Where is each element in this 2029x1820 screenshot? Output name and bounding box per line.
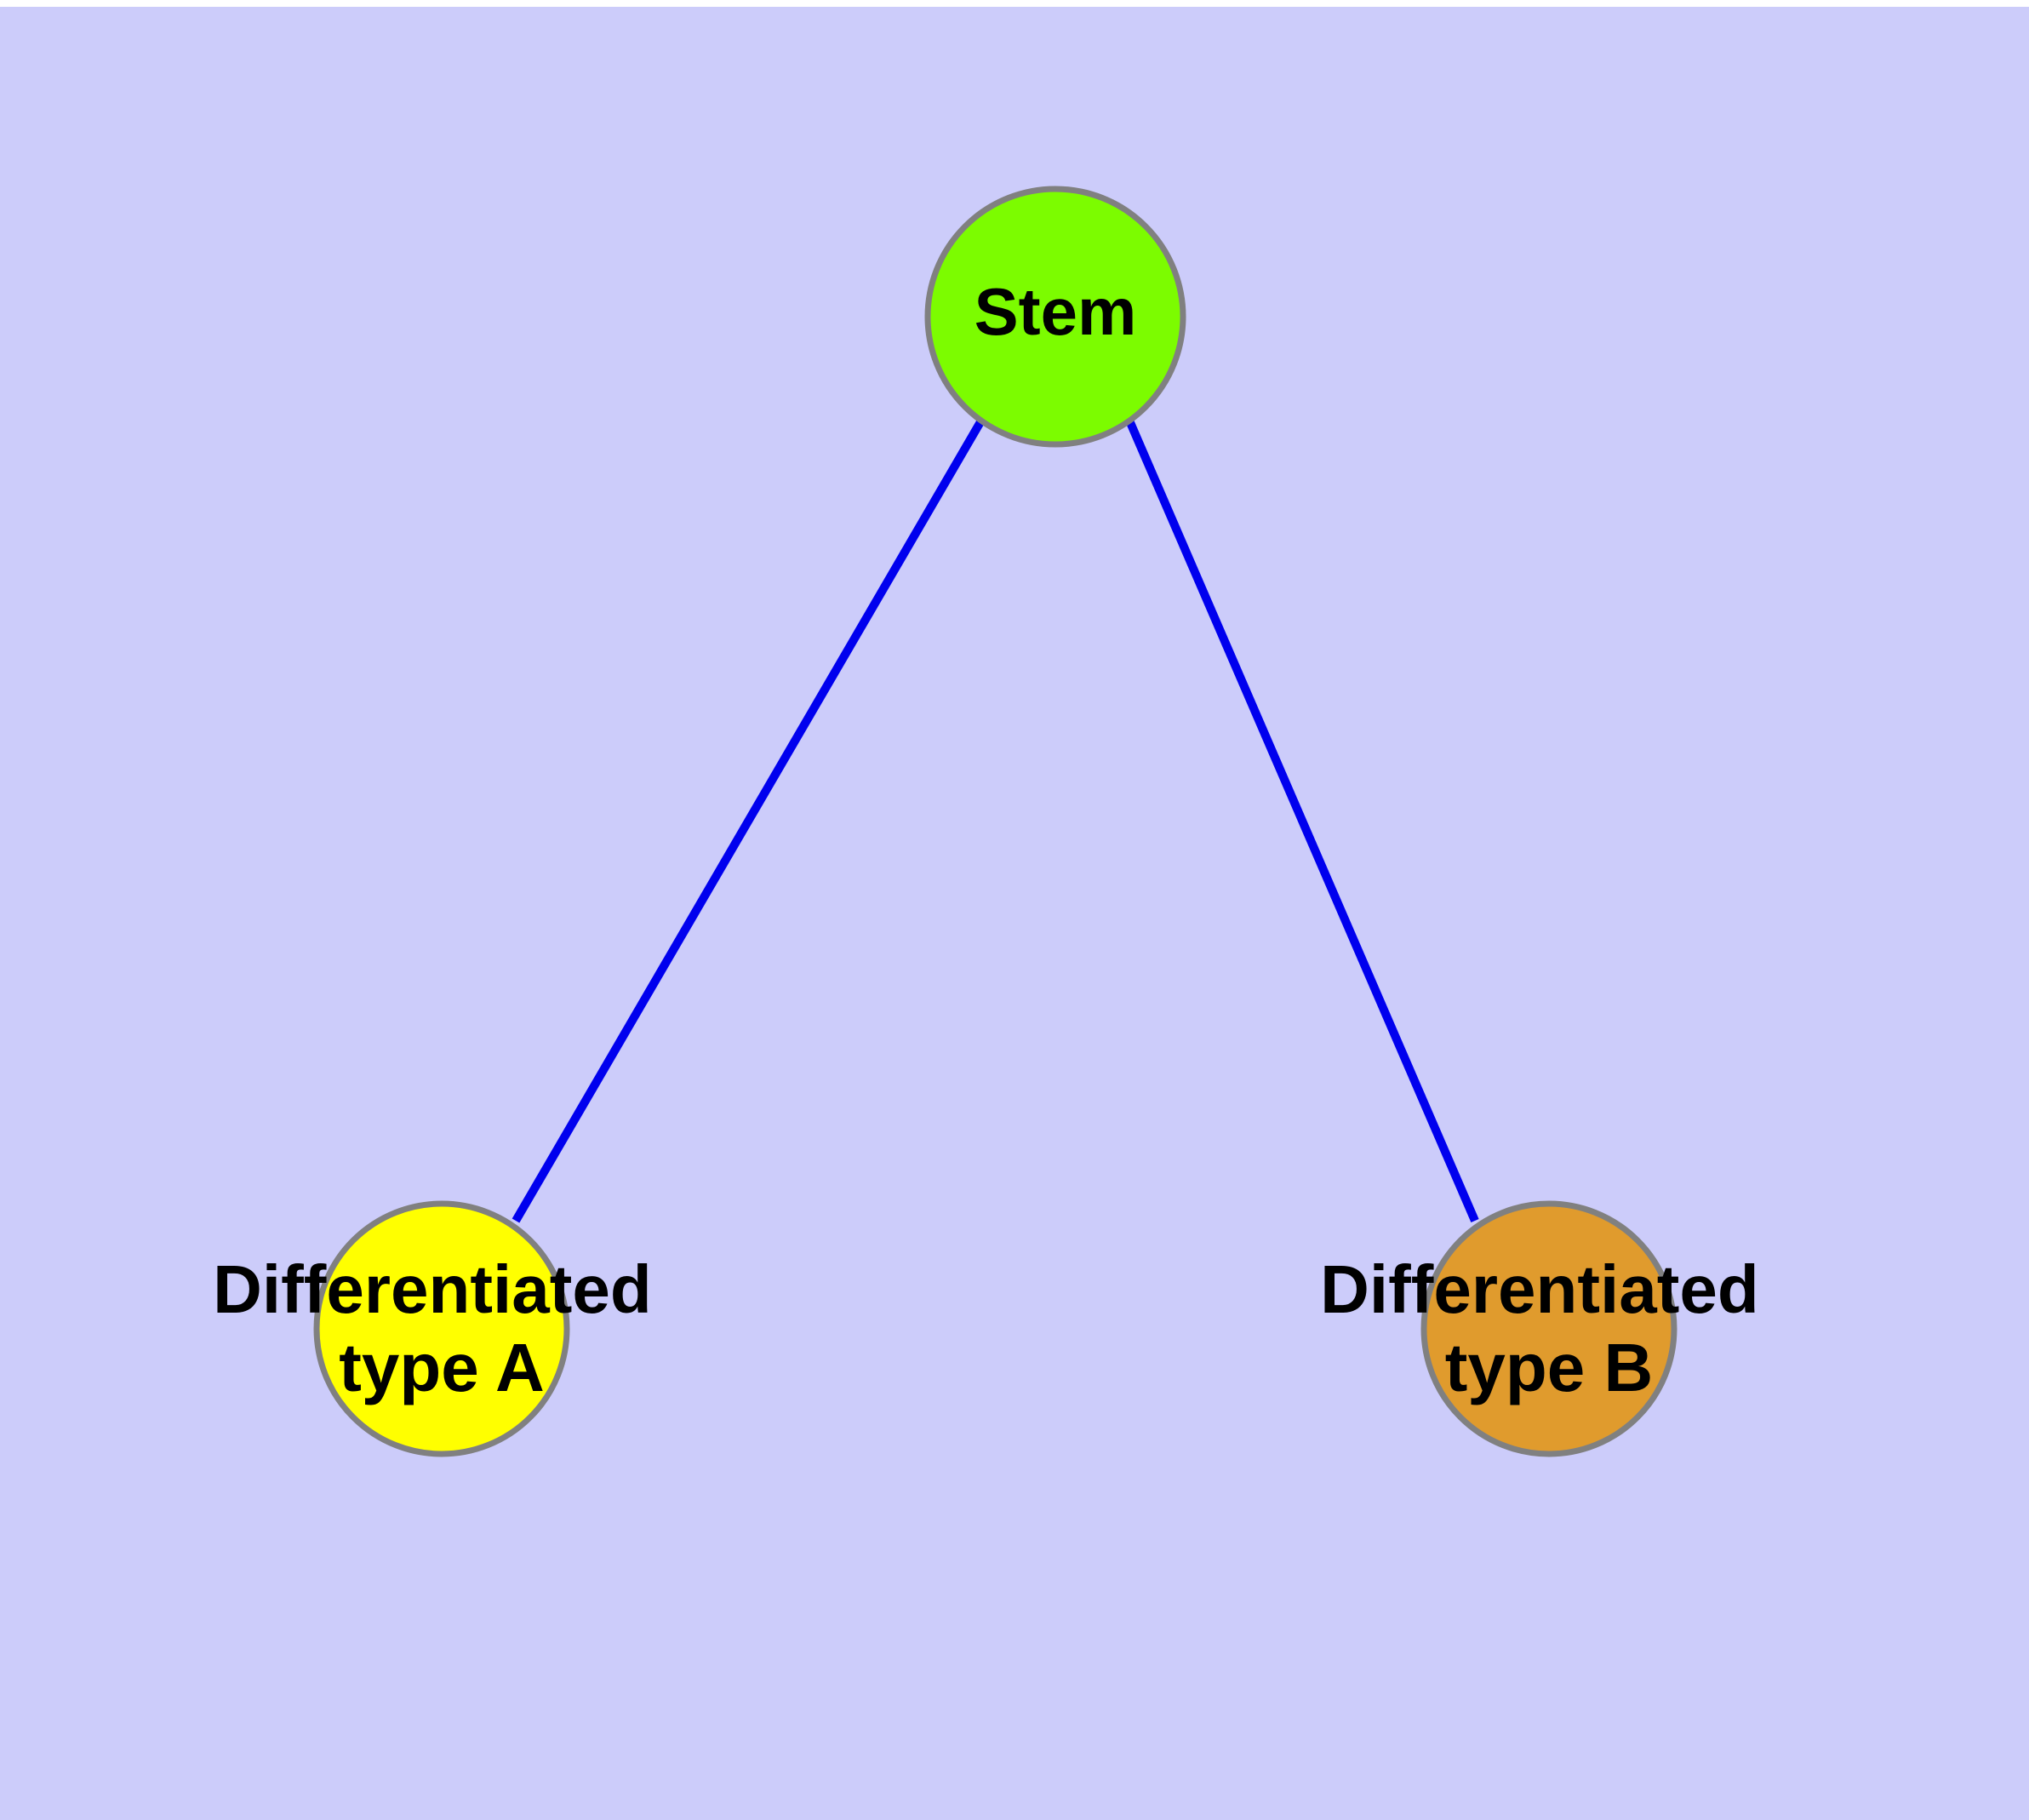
node-differentiated-type-b-label-line-1: Differentiated (1320, 1251, 1759, 1327)
node-stem-circle[interactable] (924, 186, 1186, 448)
node-differentiated-type-b-label-line-2: type B (1445, 1330, 1654, 1405)
node-differentiated-type-a-circle[interactable] (313, 1200, 570, 1457)
node-differentiated-type-a-label-line-1: Differentiated (213, 1251, 652, 1327)
node-stem-label: Stem (974, 274, 1137, 349)
node-differentiated-type-a-label: Differentiated type A (213, 1251, 671, 1405)
node-differentiated-type-a[interactable]: Differentiated type A (213, 1200, 671, 1457)
node-differentiated-type-b-label: Differentiated type B (1320, 1251, 1778, 1405)
node-stem-label-line-1: Stem (974, 274, 1137, 349)
edge-stem-to-differentiated-a[interactable] (512, 418, 986, 1223)
edges-group (512, 418, 1479, 1223)
nodes-group: Stem Differentiated type A Differentiate… (213, 186, 1778, 1457)
node-differentiated-type-a-label-line-2: type A (339, 1330, 545, 1405)
node-differentiated-type-b-circle[interactable] (1420, 1200, 1677, 1457)
node-stem[interactable]: Stem (924, 186, 1186, 448)
node-differentiated-type-b[interactable]: Differentiated type B (1320, 1200, 1778, 1457)
edge-stem-to-differentiated-b[interactable] (1125, 419, 1479, 1222)
